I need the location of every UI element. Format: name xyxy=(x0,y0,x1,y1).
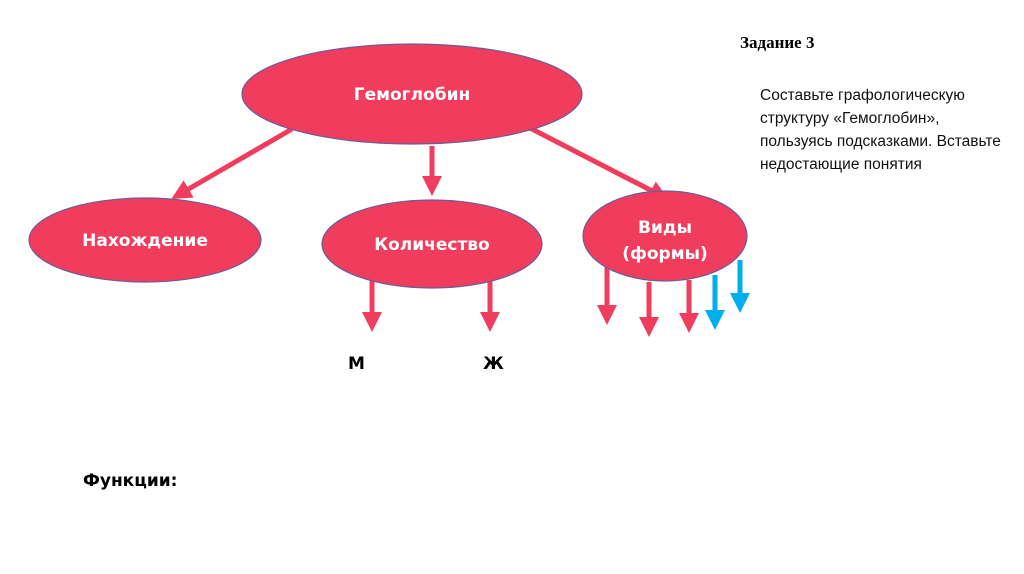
label-female: Ж xyxy=(483,354,504,374)
node-quantity xyxy=(321,199,543,289)
node-forms-label-1: Виды xyxy=(638,218,692,238)
node-location-label: Нахождение xyxy=(82,231,208,251)
arrow-to-location xyxy=(171,126,294,200)
node-location xyxy=(28,197,262,283)
task-instruction: Составьте графологическую структуру «Гем… xyxy=(760,87,1001,173)
node-forms xyxy=(582,190,748,282)
node-forms-label-2: (формы) xyxy=(622,244,708,264)
node-hemoglobin-label: Гемоглобин xyxy=(354,85,470,105)
arrow-to-forms xyxy=(528,125,669,200)
node-hemoglobin xyxy=(241,43,583,145)
functions-label: Функции: xyxy=(83,471,177,491)
task-title: Задание 3 xyxy=(740,33,815,52)
label-male: М xyxy=(348,354,365,374)
node-quantity-label: Количество xyxy=(374,235,490,255)
